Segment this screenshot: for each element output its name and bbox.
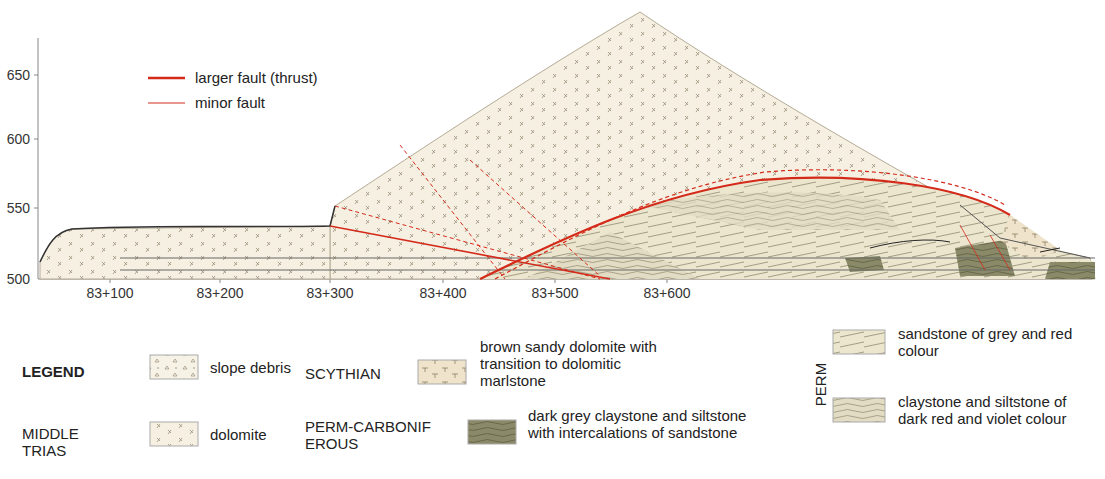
legend-line-thin xyxy=(148,103,185,104)
thrust-fault xyxy=(480,178,1010,279)
axis-value: 550 xyxy=(0,200,30,217)
legend-swatch xyxy=(833,398,885,422)
station-label: 83+600 xyxy=(637,285,697,302)
axis-value: 600 xyxy=(0,131,30,148)
legend-swatch xyxy=(150,422,198,446)
perm-sandstone xyxy=(480,178,1095,279)
legend-text: dark grey claystone and siltstone with i… xyxy=(528,407,748,441)
tunnel-line xyxy=(120,258,1095,270)
terrain-line xyxy=(40,206,335,262)
perm-claystone xyxy=(525,232,700,279)
station-label: 83+200 xyxy=(190,285,250,302)
scythian xyxy=(1000,215,1060,262)
geology-contact xyxy=(870,240,1060,252)
axis-value: 650 xyxy=(0,67,30,84)
legend-text: minor fault xyxy=(195,94,495,111)
legend-text: slope debris xyxy=(210,359,410,376)
station-label: 83+300 xyxy=(300,285,360,302)
station-label: 83+500 xyxy=(525,285,585,302)
legend-text: brown sandy dolomite with transition to … xyxy=(480,338,680,389)
legend-text: sandstone of grey and red colour xyxy=(898,325,1098,359)
minor-fault xyxy=(960,225,1010,270)
legend-text: larger fault (thrust) xyxy=(195,69,495,86)
legend-swatch xyxy=(418,360,466,384)
minor-fault xyxy=(335,145,600,279)
unit-heading: PERM-CARBONIFEROUS xyxy=(305,418,435,452)
legend-text: dolomite xyxy=(210,426,360,443)
legend-swatch xyxy=(833,330,885,354)
legend-swatch xyxy=(468,420,516,444)
legend-line-thick xyxy=(148,77,185,80)
station-label: 83+100 xyxy=(80,285,140,302)
legend-swatch xyxy=(150,355,198,379)
thrust-fault xyxy=(330,226,610,279)
minor-fault xyxy=(495,170,1005,279)
terrain-line xyxy=(960,205,1090,258)
unit-heading: MIDDLE TRIAS xyxy=(22,425,117,459)
axis-value: 500 xyxy=(0,271,30,288)
legend-text: claystone and siltstone of dark red and … xyxy=(898,393,1098,427)
unit-heading: SCYTHIAN xyxy=(305,365,415,382)
station-label: 83+400 xyxy=(413,285,473,302)
unit-heading: PERM xyxy=(812,355,829,415)
dolomite-left xyxy=(40,226,330,279)
unit-heading: LEGEND xyxy=(22,363,122,380)
